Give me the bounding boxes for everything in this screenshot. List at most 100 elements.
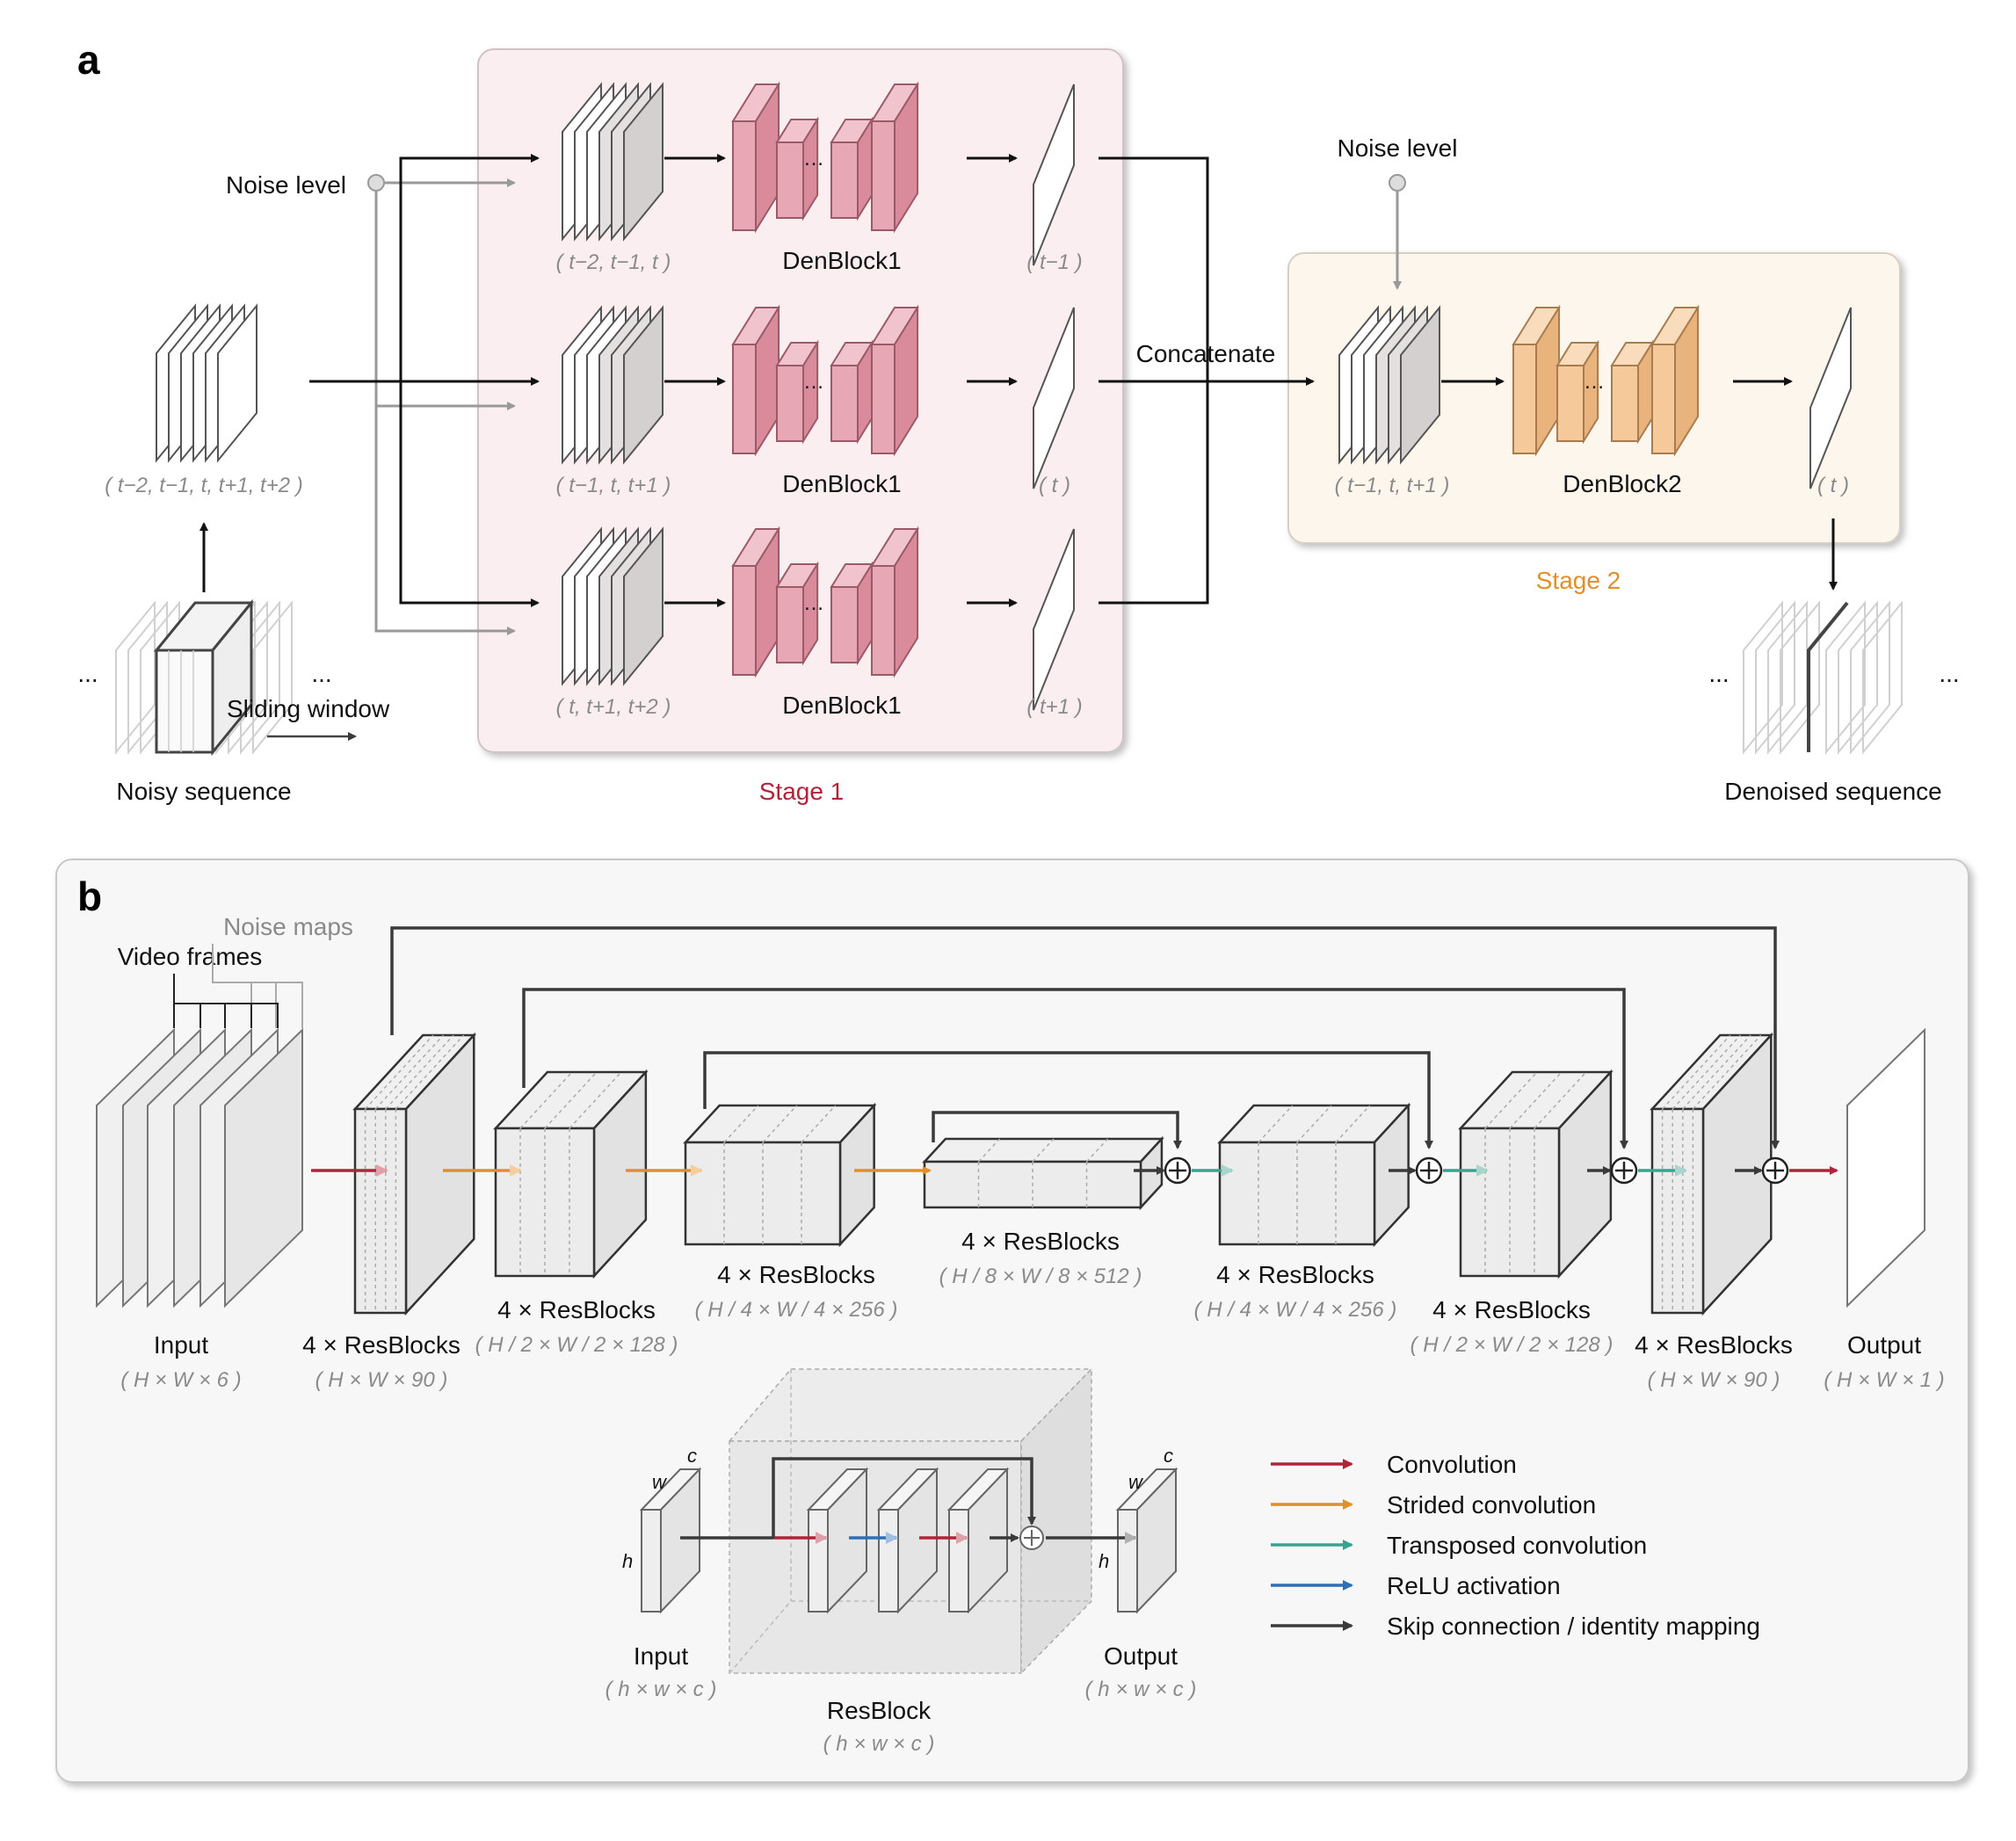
denoised-sequence-stack bbox=[1743, 600, 1903, 755]
concatenate-label: Concatenate bbox=[1136, 340, 1276, 367]
row-frame-stack bbox=[562, 305, 664, 465]
sliding-window-label: Sliding window bbox=[227, 695, 390, 722]
legend-label: ReLU activation bbox=[1387, 1572, 1561, 1599]
block-name-label: 4 × ResBlocks bbox=[1432, 1296, 1591, 1323]
resblock-arrows bbox=[680, 1457, 1137, 1544]
noise-level-left-connectors bbox=[374, 178, 516, 635]
resblock-input-w: w bbox=[652, 1471, 668, 1493]
stage1-row: …( t, t+1, t+2 )DenBlock1( t+1 ) bbox=[556, 525, 1083, 719]
resblock-input-c: c bbox=[687, 1445, 697, 1467]
block-dim-label: ( H / 4 × W / 4 × 256 ) bbox=[1194, 1298, 1397, 1322]
resblocks-volume bbox=[1650, 1032, 1774, 1316]
noisy-right-ellipsis: ... bbox=[311, 660, 331, 687]
resblocks-volume bbox=[1458, 1069, 1614, 1279]
row-output-label: ( t−1 ) bbox=[1026, 250, 1082, 274]
stage2-content: … ( t−1, t, t+1 ) DenBlock2 ( t ) bbox=[1335, 304, 1852, 497]
resblock-detail bbox=[728, 1367, 1093, 1675]
row-output-label: ( t+1 ) bbox=[1026, 695, 1082, 719]
panel-b-output-frame bbox=[1846, 1027, 1925, 1308]
resblock-input-slab bbox=[639, 1467, 702, 1614]
skip-connections bbox=[390, 926, 1780, 1149]
stage2-output-label: ( t ) bbox=[1817, 474, 1849, 497]
unet-blocks bbox=[352, 1032, 1774, 1316]
legend-item: Skip connection / identity mapping bbox=[1271, 1613, 1760, 1640]
panel-a-letter: a bbox=[77, 37, 100, 83]
resblocks-volume bbox=[1217, 1102, 1411, 1248]
block-dim-label: ( H / 4 × W / 4 × 256 ) bbox=[695, 1298, 898, 1322]
block-dim-label: ( H × W × 1 ) bbox=[1824, 1368, 1944, 1392]
legend-item: Convolution bbox=[1271, 1451, 1517, 1478]
legend-item: Strided convolution bbox=[1271, 1491, 1596, 1518]
noise-level-left-node bbox=[367, 174, 385, 192]
block-name-label: Output bbox=[1847, 1331, 1921, 1359]
block-name-label: 4 × ResBlocks bbox=[302, 1331, 460, 1359]
noisy-sequence-label: Noisy sequence bbox=[116, 778, 291, 805]
resblocks-volume bbox=[352, 1032, 477, 1316]
block-dim-label: ( H / 8 × W / 8 × 512 ) bbox=[939, 1265, 1142, 1288]
denblock-ellipsis: … bbox=[803, 147, 824, 170]
resblock-label: ResBlock bbox=[827, 1697, 932, 1724]
stage2-label: Stage 2 bbox=[1536, 567, 1621, 594]
stage1-rows: … ( t−2, t−1, t ) DenBlock1 ( t−1 ) … ( t−1, … bbox=[556, 81, 1083, 719]
denoised-left-ellipsis: ... bbox=[1708, 660, 1729, 687]
denoised-current-frame bbox=[1807, 601, 1849, 752]
input-frame-stack bbox=[156, 303, 257, 463]
denblock1: … bbox=[731, 525, 919, 678]
block-name-label: 4 × ResBlocks bbox=[497, 1296, 656, 1323]
denblock-ellipsis: … bbox=[803, 370, 824, 394]
noise-level-right-label: Noise level bbox=[1338, 134, 1458, 162]
sum-nodes bbox=[1164, 1156, 1789, 1185]
video-frames-label: Video frames bbox=[118, 943, 262, 970]
stage2-output-frame bbox=[1809, 307, 1852, 489]
branch-arrows bbox=[309, 154, 540, 607]
block-name-label: 4 × ResBlocks bbox=[961, 1228, 1120, 1255]
row-output-frame bbox=[1033, 83, 1075, 266]
block-name-label: 4 × ResBlocks bbox=[717, 1261, 875, 1288]
stage1-row: … ( t−1, t, t+1 ) DenBlock1 ( t ) bbox=[556, 304, 1075, 497]
legend-item: Transposed convolution bbox=[1271, 1532, 1647, 1559]
row-frames-label: ( t−2, t−1, t ) bbox=[556, 250, 671, 274]
block-dim-label: ( H / 2 × W / 2 × 128 ) bbox=[1410, 1333, 1614, 1357]
resblock-output-w: w bbox=[1128, 1471, 1144, 1493]
row-output-label: ( t ) bbox=[1039, 474, 1070, 497]
denblock1: … bbox=[731, 81, 919, 234]
row-block-label: DenBlock1 bbox=[782, 247, 901, 274]
resblock-sum-node bbox=[1019, 1526, 1044, 1550]
panel-b-letter: b bbox=[77, 873, 102, 919]
resblock-input-label: Input bbox=[634, 1642, 688, 1670]
block-dim-label: ( H × W × 90 ) bbox=[315, 1368, 448, 1392]
stage1-label: Stage 1 bbox=[759, 778, 845, 805]
stage2-frames-label: ( t−1, t, t+1 ) bbox=[1335, 474, 1450, 497]
block-name-label: Input bbox=[154, 1331, 208, 1359]
resblock-output-dim: ( h × w × c ) bbox=[1085, 1678, 1197, 1701]
row-frames-label: ( t−1, t, t+1 ) bbox=[556, 474, 671, 497]
input-brackets bbox=[173, 944, 303, 1028]
resblock-input-dim: ( h × w × c ) bbox=[606, 1678, 717, 1701]
stage1-row: … ( t−2, t−1, t ) DenBlock1 ( t−1 ) bbox=[556, 81, 1083, 274]
legend-item: ReLU activation bbox=[1271, 1572, 1561, 1599]
denoised-right-ellipsis: ... bbox=[1939, 660, 1959, 687]
denoised-sequence-label: Denoised sequence bbox=[1724, 778, 1942, 805]
row-output-frame bbox=[1033, 307, 1075, 489]
resblock-input-h: h bbox=[622, 1550, 633, 1572]
unet-labels: Input( H × W × 6 )4 × ResBlocks( H × W ×… bbox=[120, 1228, 1944, 1392]
block-name-label: 4 × ResBlocks bbox=[1216, 1261, 1374, 1288]
denblock1: … bbox=[731, 304, 919, 457]
resblock-dim: ( h × w × c ) bbox=[823, 1732, 935, 1756]
noise-level-right-node bbox=[1389, 174, 1406, 192]
legend-label: Skip connection / identity mapping bbox=[1387, 1613, 1760, 1640]
resblock-output-h: h bbox=[1099, 1550, 1109, 1572]
denblock2: … bbox=[1512, 304, 1700, 457]
legend-label: Convolution bbox=[1387, 1451, 1517, 1478]
row-output-frame bbox=[1033, 528, 1075, 711]
sliding-window-box bbox=[153, 598, 255, 757]
stage2-frame-stack bbox=[1338, 305, 1440, 465]
resblock-output-c: c bbox=[1164, 1445, 1173, 1467]
block-dim-label: ( H × W × 90 ) bbox=[1648, 1368, 1780, 1392]
concatenate-lines bbox=[1099, 156, 1315, 605]
resblocks-volume bbox=[683, 1102, 877, 1248]
row-block-label: DenBlock1 bbox=[782, 470, 901, 497]
stage2-block-label: DenBlock2 bbox=[1563, 470, 1681, 497]
